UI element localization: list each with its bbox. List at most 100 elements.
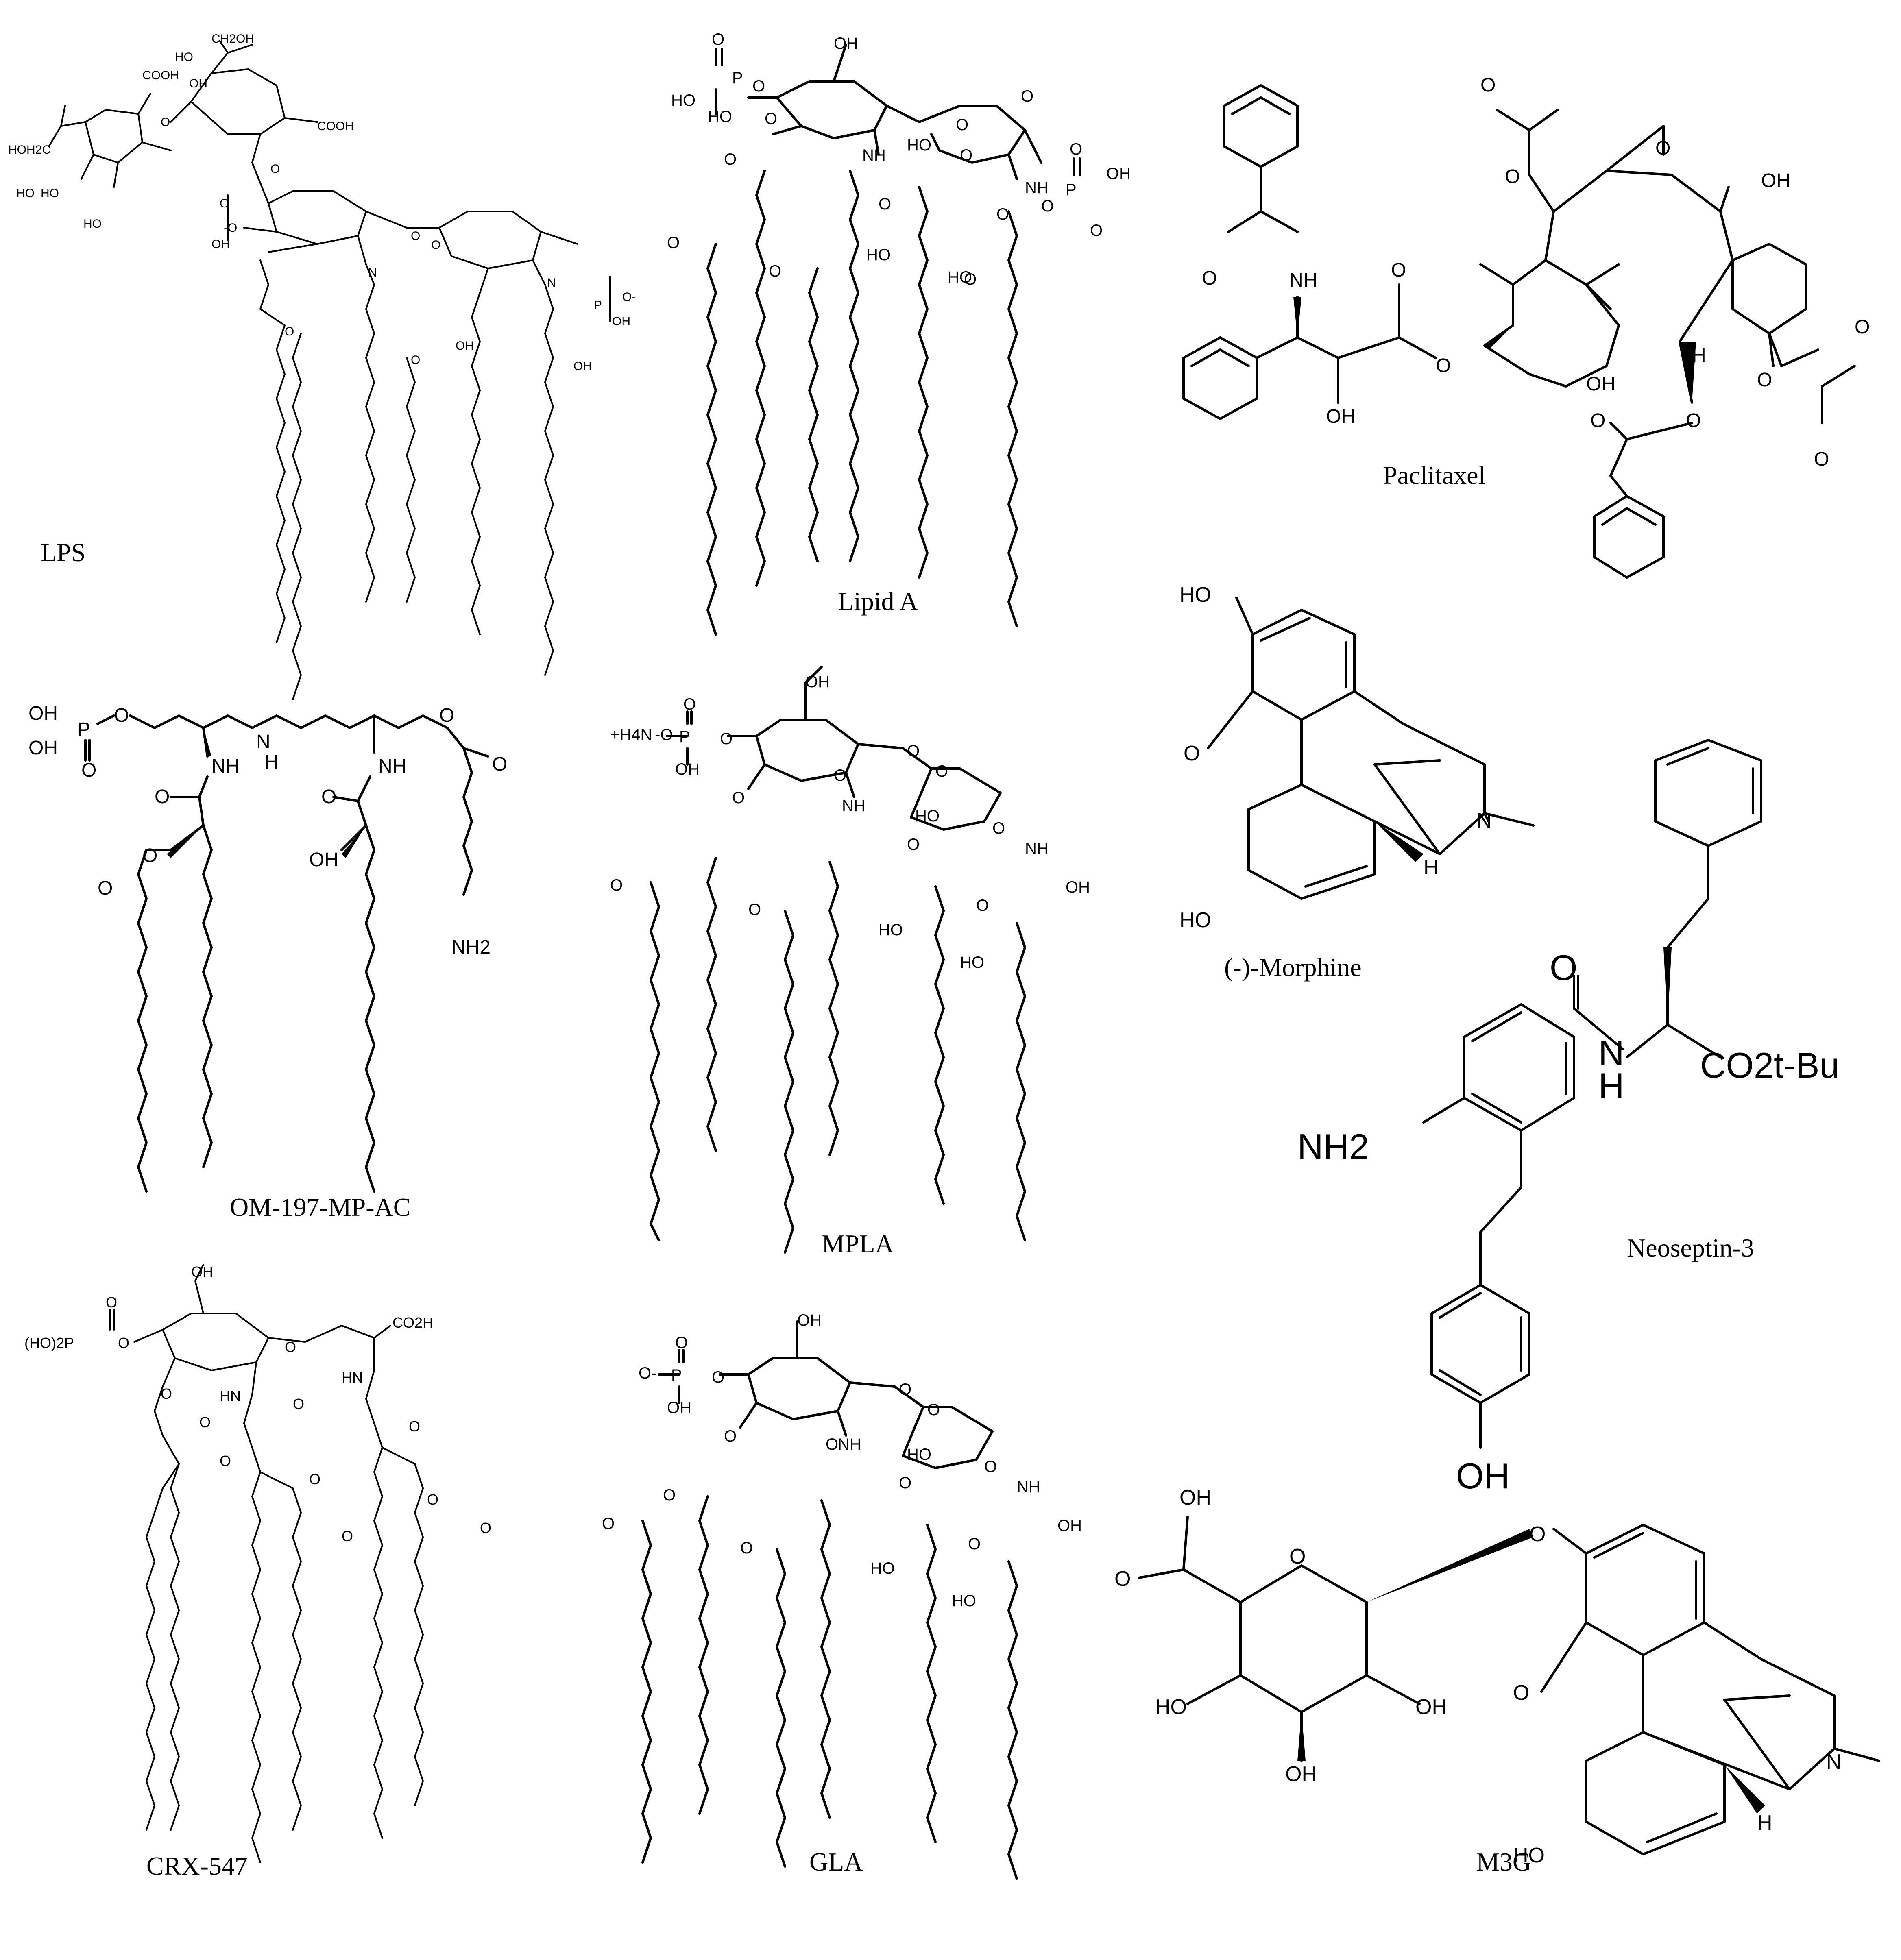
svg-text:NH: NH — [862, 146, 886, 164]
svg-text:NH: NH — [838, 1435, 861, 1453]
svg-text:O: O — [724, 1427, 737, 1445]
om-197-label: OM-197-MP-AC — [230, 1193, 410, 1222]
neoseptin-3-label: Neoseptin-3 — [1627, 1233, 1754, 1262]
svg-text:O: O — [667, 234, 680, 252]
svg-text:P: P — [732, 69, 743, 87]
svg-text:O: O — [81, 760, 96, 781]
svg-text:NH: NH — [1025, 179, 1049, 197]
svg-text:OH: OH — [1761, 170, 1790, 192]
svg-text:N: N — [547, 276, 556, 290]
svg-text:HO: HO — [1179, 583, 1211, 607]
svg-text:H: H — [1598, 1065, 1624, 1106]
svg-text:-O: -O — [224, 221, 237, 235]
svg-text:N: N — [256, 731, 270, 753]
svg-text:O: O — [724, 150, 737, 168]
lipid-a-structure: OH HO HO P O O O NH O HO O O O NH O O O … — [667, 30, 1131, 636]
svg-text:O-: O- — [639, 1364, 656, 1382]
svg-text:O: O — [907, 742, 920, 760]
svg-text:OH: OH — [191, 1263, 213, 1280]
svg-text:O: O — [732, 789, 745, 807]
svg-text:OH: OH — [1285, 1762, 1317, 1786]
svg-text:O-: O- — [622, 290, 636, 304]
svg-text:O: O — [748, 901, 761, 919]
svg-text:O: O — [610, 876, 623, 894]
svg-text:O: O — [602, 1515, 615, 1533]
svg-text:HO: HO — [1513, 1844, 1545, 1867]
svg-text:COOH: COOH — [142, 69, 179, 82]
svg-text:O: O — [1289, 1545, 1306, 1568]
svg-text:OH: OH — [834, 35, 858, 52]
svg-text:O: O — [1513, 1681, 1529, 1705]
svg-text:OH: OH — [456, 339, 474, 353]
svg-text:NH2: NH2 — [451, 936, 491, 958]
svg-text:O: O — [161, 1385, 172, 1402]
svg-text:O: O — [98, 878, 113, 899]
svg-text:OH: OH — [797, 1311, 822, 1329]
svg-text:O: O — [899, 1474, 911, 1492]
svg-text:O: O — [769, 262, 781, 280]
svg-text:O: O — [1855, 316, 1870, 338]
svg-text:OH: OH — [1066, 878, 1090, 896]
svg-text:OH: OH — [1057, 1517, 1082, 1535]
svg-text:P: P — [594, 298, 602, 312]
svg-text:H: H — [1424, 856, 1439, 879]
svg-text:O: O — [992, 819, 1005, 837]
svg-text:O: O — [411, 353, 420, 367]
svg-text:O: O — [1041, 197, 1054, 215]
svg-text:NH: NH — [378, 756, 406, 777]
svg-text:HO: HO — [175, 50, 193, 64]
svg-text:O: O — [1686, 410, 1701, 431]
svg-text:O: O — [321, 786, 336, 808]
svg-text:HO: HO — [907, 136, 931, 154]
svg-text:OH: OH — [1456, 1456, 1510, 1496]
svg-text:N: N — [368, 266, 377, 279]
svg-text:O: O — [899, 1381, 911, 1398]
svg-text:HO: HO — [870, 1559, 895, 1577]
svg-text:O: O — [984, 1458, 997, 1476]
svg-text:O: O — [285, 1339, 296, 1355]
paclitaxel-structure: O NH OH O O O O O OH OH H O O O O O Pacl… — [1182, 74, 1870, 579]
svg-text:O: O — [220, 1453, 231, 1469]
svg-text:OH: OH — [675, 760, 700, 778]
svg-text:O: O — [1480, 74, 1496, 96]
svg-text:HN: HN — [342, 1369, 363, 1386]
svg-text:O: O — [199, 1414, 211, 1431]
svg-text:P: P — [671, 1366, 682, 1384]
svg-text:HOH2C: HOH2C — [8, 143, 51, 157]
svg-text:O: O — [765, 110, 777, 128]
svg-text:O: O — [683, 695, 696, 713]
crx-547-structure: OH (HO)2P O O O O HN O HN CO2H O O O O O… — [24, 1263, 491, 1880]
svg-text:O: O — [712, 30, 724, 48]
svg-text:HO: HO — [960, 954, 984, 971]
svg-text:OH: OH — [1326, 406, 1355, 427]
svg-text:NH: NH — [1289, 270, 1317, 291]
svg-text:O: O — [220, 197, 229, 210]
svg-text:O: O — [960, 146, 972, 164]
lps-label: LPS — [41, 538, 85, 567]
svg-text:O: O — [675, 1334, 688, 1352]
mpla-label: MPLA — [822, 1229, 894, 1258]
svg-text:OH: OH — [667, 1399, 691, 1417]
svg-text:O: O — [114, 705, 129, 726]
svg-text:O: O — [480, 1520, 491, 1536]
svg-text:NH2: NH2 — [1297, 1126, 1369, 1167]
svg-text:O: O — [409, 1418, 420, 1435]
svg-text:O: O — [309, 1471, 320, 1487]
crx-547-label: CRX-547 — [146, 1851, 248, 1880]
crx-547-atom-hop: (HO)2P — [24, 1335, 74, 1351]
svg-text:O: O — [161, 115, 170, 129]
svg-text:OH: OH — [573, 359, 592, 373]
svg-text:NH: NH — [1017, 1478, 1040, 1496]
svg-text:O: O — [752, 77, 765, 95]
svg-text:O: O — [492, 754, 507, 775]
m3g-label: M3G — [1476, 1847, 1531, 1876]
svg-text:O: O — [712, 1368, 724, 1386]
lps-structure: HO CH2OH HOH2C HO HO HO OH COOH COOH O O… — [8, 32, 636, 700]
svg-text:HN: HN — [220, 1387, 241, 1404]
svg-text:OH: OH — [805, 673, 830, 691]
svg-text:O: O — [1391, 259, 1406, 281]
svg-text:HO: HO — [952, 1592, 976, 1610]
svg-text:N: N — [1826, 1750, 1842, 1774]
svg-text:O: O — [142, 845, 157, 867]
